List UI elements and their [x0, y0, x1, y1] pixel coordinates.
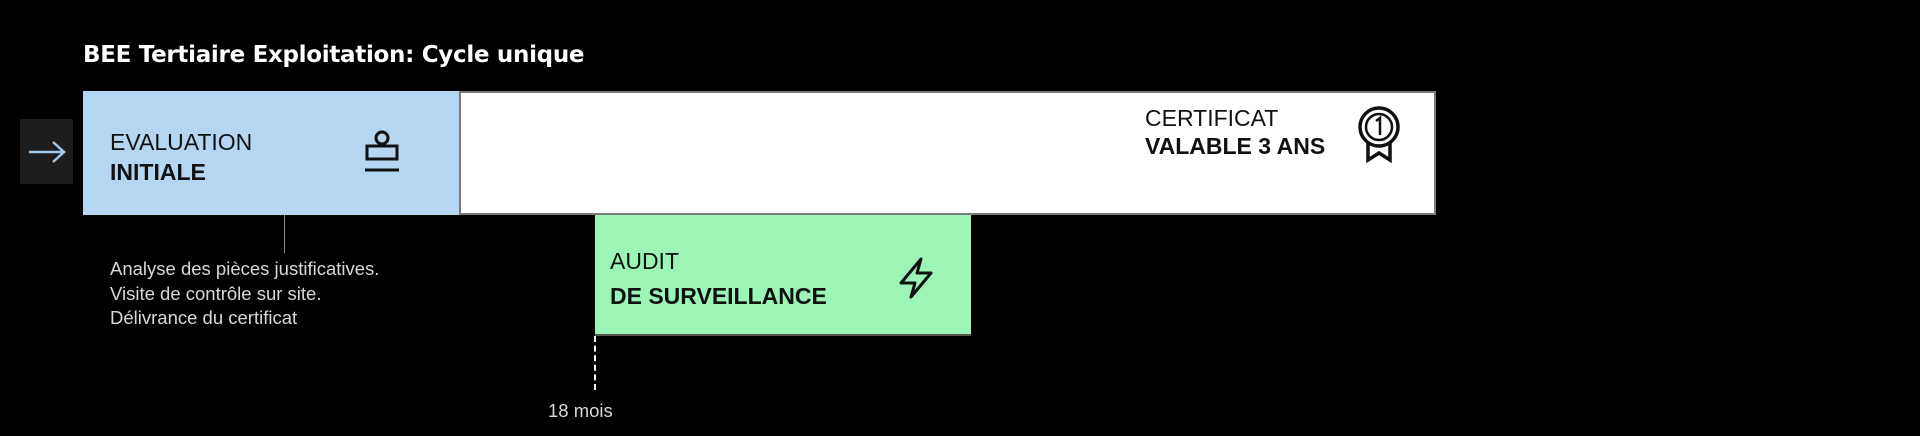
- audit-line1: AUDIT: [610, 248, 679, 274]
- start-marker: [20, 119, 73, 184]
- lightning-icon: [899, 257, 933, 299]
- detail-line: Délivrance du certificat: [110, 307, 298, 328]
- award-ribbon-icon: [1358, 106, 1400, 164]
- certificat-line1: CERTIFICAT: [1145, 105, 1279, 131]
- arrow-right-icon: [28, 140, 66, 163]
- detail-line: Visite de contrôle sur site.: [110, 282, 322, 304]
- audit-timing-line: [594, 336, 596, 390]
- phase-evaluation: EVALUATION INITIALE: [83, 91, 461, 215]
- evaluation-connector: [284, 215, 285, 253]
- certificat-line2: VALABLE 3 ANS: [1145, 133, 1326, 159]
- evaluation-details: Analyse des pièces justificatives. Visit…: [110, 257, 379, 331]
- evaluation-line2: INITIALE: [110, 159, 206, 185]
- diagram-title: BEE Tertiaire Exploitation: Cycle unique: [83, 42, 585, 68]
- audit-timing-label: 18 mois: [548, 400, 613, 421]
- detail-line: Analyse des pièces justificatives.: [110, 258, 380, 279]
- phase-audit: AUDIT DE SURVEILLANCE: [595, 215, 971, 336]
- stamp-icon: [365, 130, 399, 172]
- audit-line2: DE SURVEILLANCE: [610, 283, 827, 309]
- evaluation-line1: EVALUATION: [110, 129, 253, 155]
